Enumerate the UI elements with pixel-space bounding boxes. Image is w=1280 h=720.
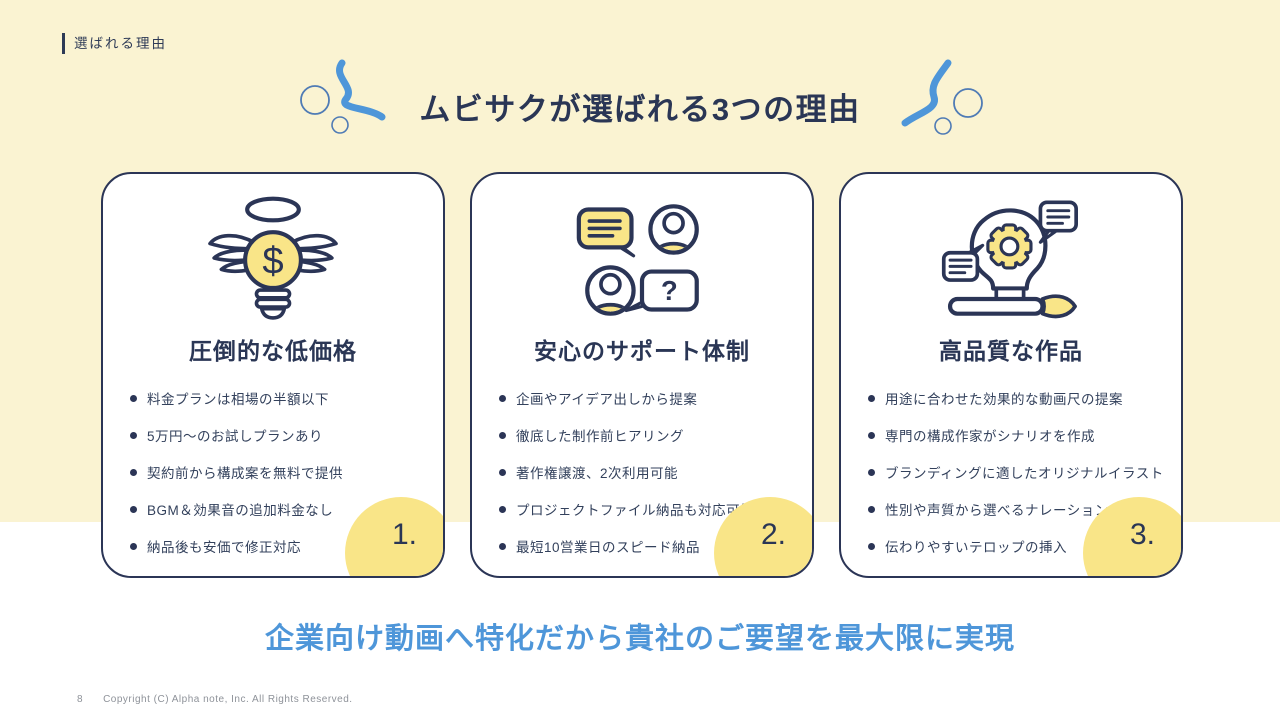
bullet-text: プロジェクトファイル納品も対応可能 (516, 503, 754, 518)
squiggle-left-icon (300, 59, 386, 134)
reason-card-low-price: $ 圧倒的な低価格 料金プランは相場の半額以下 5万円〜のお試しプランあり 契約… (101, 172, 445, 578)
bullet-text: 納品後も安価で修正対応 (147, 540, 301, 555)
bullet-text: BGM＆効果音の追加料金なし (147, 503, 334, 518)
reason-cards-row: $ 圧倒的な低価格 料金プランは相場の半額以下 5万円〜のお試しプランあり 契約… (101, 172, 1183, 578)
bullet-dot-icon (499, 431, 506, 439)
bullet-text: 伝わりやすいテロップの挿入 (885, 540, 1067, 555)
creative-gear-brush-icon (841, 174, 1181, 320)
bullet-dot-icon (868, 394, 875, 402)
bullet-dot-icon (130, 468, 137, 476)
bullet-item: ブランディングに適したオリジナルイラスト (868, 462, 1171, 482)
bullet-dot-icon (499, 505, 506, 513)
bullet-dot-icon (868, 468, 875, 476)
bullet-text: 最短10営業日のスピード納品 (516, 540, 701, 555)
bullet-item: 料金プランは相場の半額以下 (130, 388, 433, 408)
bullet-text: ブランディングに適したオリジナルイラスト (885, 466, 1164, 481)
footer: 8 Copyright (C) Alpha note, Inc. All Rig… (77, 694, 353, 705)
bullet-dot-icon (499, 394, 506, 402)
tagline: 企業向け動画へ特化だから貴社のご要望を最大限に実現 (264, 623, 1015, 655)
bullet-text: 著作権譲渡、2次利用可能 (516, 466, 679, 481)
bullet-text: 5万円〜のお試しプランあり (147, 429, 324, 444)
bullet-text: 企画やアイデア出しから提案 (516, 392, 698, 407)
card-heading: 安心のサポート体制 (534, 338, 750, 364)
bullet-item: 専門の構成作家がシナリオを作成 (868, 425, 1171, 445)
bullet-dot-icon (130, 431, 137, 439)
bullet-text: 専門の構成作家がシナリオを作成 (885, 429, 1095, 444)
copyright-text: Copyright (C) Alpha note, Inc. All Right… (103, 694, 353, 705)
bullet-item: 企画やアイデア出しから提案 (499, 388, 802, 408)
bullet-dot-icon (868, 542, 875, 550)
bullet-item: 最短10営業日のスピード納品 (499, 536, 802, 556)
bullet-dot-icon (130, 542, 137, 550)
bullet-item: BGM＆効果音の追加料金なし (130, 499, 433, 519)
bullet-item: 著作権譲渡、2次利用可能 (499, 462, 802, 482)
card-number: 2. (760, 518, 786, 551)
bullet-item: プロジェクトファイル納品も対応可能 (499, 499, 802, 519)
question-glyph: ? (661, 275, 678, 306)
reason-card-support: ? 安心のサポート体制 企画やアイデア出しから提案 徹底した制作前ヒアリング 著… (470, 172, 814, 578)
winged-dollar-bulb-icon: $ (103, 174, 443, 320)
bullet-dot-icon (130, 394, 137, 402)
bullet-text: 性別や声質から選べるナレーション (885, 503, 1109, 518)
bullet-text: 料金プランは相場の半額以下 (147, 392, 329, 407)
card-bullet-list: 料金プランは相場の半額以下 5万円〜のお試しプランあり 契約前から構成案を無料で… (103, 388, 443, 556)
card-bullet-list: 用途に合わせた効果的な動画尺の提案 専門の構成作家がシナリオを作成 ブランディン… (841, 388, 1181, 556)
bullet-item: 5万円〜のお試しプランあり (130, 425, 433, 445)
bullet-dot-icon (130, 505, 137, 513)
card-heading: 高品質な作品 (939, 338, 1083, 364)
bullet-item: 伝わりやすいテロップの挿入 (868, 536, 1171, 556)
card-bullet-list: 企画やアイデア出しから提案 徹底した制作前ヒアリング 著作権譲渡、2次利用可能 … (472, 388, 812, 556)
bullet-dot-icon (868, 431, 875, 439)
bullet-text: 徹底した制作前ヒアリング (516, 429, 684, 444)
bullet-dot-icon (499, 542, 506, 550)
card-heading: 圧倒的な低価格 (189, 338, 357, 364)
bullet-text: 用途に合わせた効果的な動画尺の提案 (885, 392, 1123, 407)
bullet-item: 用途に合わせた効果的な動画尺の提案 (868, 388, 1171, 408)
card-number: 1. (391, 518, 417, 551)
support-chat-icon: ? (472, 174, 812, 320)
eyebrow-label: 選ばれる理由 (62, 33, 167, 54)
bullet-item: 契約前から構成案を無料で提供 (130, 462, 433, 482)
page-title: ムビサクが選ばれる3つの理由 (419, 92, 861, 127)
dollar-glyph: $ (262, 240, 283, 283)
bullet-item: 納品後も安価で修正対応 (130, 536, 433, 556)
bullet-item: 徹底した制作前ヒアリング (499, 425, 802, 445)
bullet-text: 契約前から構成案を無料で提供 (147, 466, 343, 481)
bullet-item: 性別や声質から選べるナレーション (868, 499, 1171, 519)
bullet-dot-icon (499, 468, 506, 476)
squiggle-right-icon (901, 59, 983, 135)
page-number: 8 (77, 694, 84, 705)
reason-card-quality: 高品質な作品 用途に合わせた効果的な動画尺の提案 専門の構成作家がシナリオを作成… (839, 172, 1183, 578)
bullet-dot-icon (868, 505, 875, 513)
card-number: 3. (1129, 518, 1155, 551)
